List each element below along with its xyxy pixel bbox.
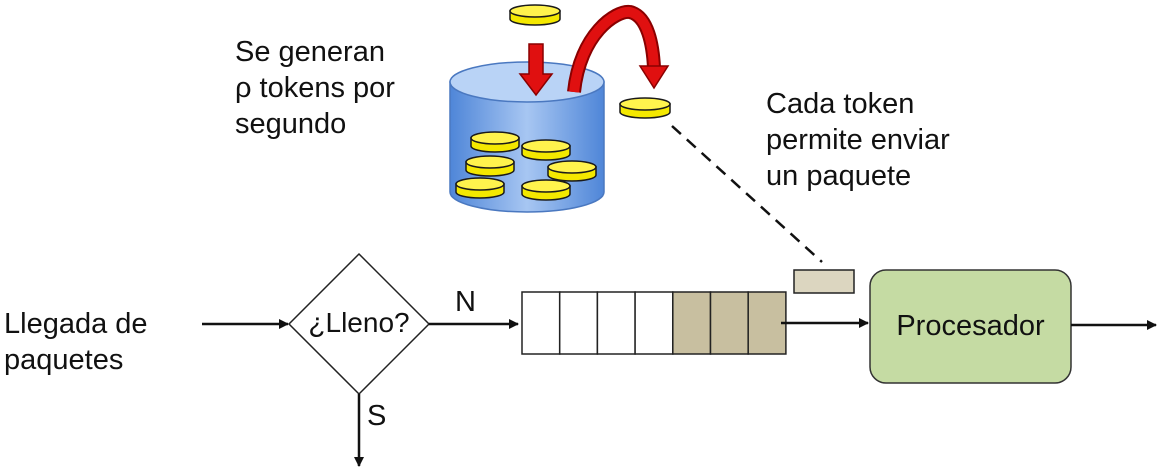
queue-slot-empty [634, 291, 674, 355]
token-permission-line [671, 125, 823, 263]
packet-queue [521, 291, 787, 355]
token-icon [465, 155, 515, 177]
queue-slot-filled [747, 291, 787, 355]
token-output-arrow-icon [567, 4, 670, 93]
incoming-token-icon [509, 4, 561, 26]
packet-arrival-label: Llegada de paquetes [4, 308, 148, 376]
no-branch-label: N [455, 286, 476, 318]
yes-branch-label: S [367, 400, 387, 432]
queue-slot-empty [596, 291, 636, 355]
sent-packet [793, 269, 855, 294]
processor-box [869, 269, 1072, 384]
token-icon [521, 139, 571, 161]
processor-label: Procesador [896, 310, 1045, 342]
decision-label: ¿Lleno? [308, 307, 410, 338]
token-icon [547, 160, 597, 182]
token-icon [470, 131, 520, 153]
token-icon [455, 177, 505, 199]
queue-slot-empty [521, 291, 561, 355]
token-permit-label: Cada token permite enviar un paquete [766, 88, 950, 192]
token-icon [521, 179, 571, 201]
queue-slot-empty [558, 291, 599, 355]
queue-slot-filled [709, 291, 749, 355]
token-input-arrow-icon [518, 43, 554, 97]
bucket-tokens [455, 131, 597, 201]
token-generation-label: Se generan ρ tokens por segundo [235, 36, 395, 140]
queue-slot-filled [672, 291, 712, 355]
outgoing-token-icon [619, 97, 671, 119]
